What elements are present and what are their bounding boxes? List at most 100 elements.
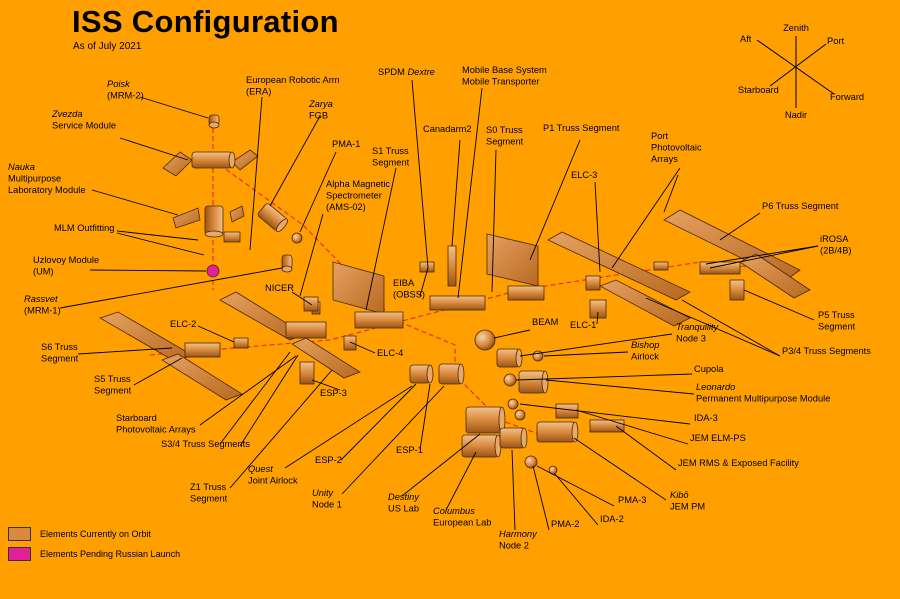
label-elc2: ELC-2 (170, 319, 196, 329)
leader-line-27 (299, 213, 324, 297)
label-zarya-line-0: Zarya (308, 99, 333, 109)
zvezda-solar-array-left (162, 151, 193, 177)
harmony-node (499, 427, 528, 449)
uzlovoy-module (206, 264, 220, 278)
leader-line-20 (311, 379, 341, 391)
leader-line-1 (119, 137, 189, 161)
label-port-pv-line-2: Arrays (651, 154, 678, 164)
label-mbs-line-1: Mobile Transporter (462, 77, 540, 87)
leader-line-5 (89, 269, 207, 272)
label-ida2-line-0: IDA-2 (600, 514, 624, 524)
leader-line-9 (199, 355, 297, 426)
label-ida3-line-0: IDA-3 (694, 413, 718, 423)
kibo-jem-pm (536, 421, 579, 443)
leader-line-43 (681, 299, 781, 357)
label-leonardo-line-1: Permanent Multipurpose Module (696, 394, 830, 404)
leader-line-36 (596, 311, 599, 325)
destiny-lab (465, 406, 506, 434)
label-s6-line-1: Segment (41, 354, 79, 364)
label-kibo-line-0: Kibō (670, 490, 689, 500)
s6-truss (184, 342, 221, 358)
label-uzlovoy-line-1: (UM) (33, 267, 54, 277)
elc2-carrier (233, 337, 249, 349)
leader-line-15 (401, 433, 481, 497)
leader-line-46 (519, 333, 673, 357)
label-canadarm2-line-0: Canadarm2 (423, 124, 472, 134)
leader-line-0 (139, 96, 209, 119)
leader-line-51 (575, 409, 689, 445)
zvezda-module (191, 151, 236, 169)
label-quest-line-1: Joint Airlock (248, 476, 298, 486)
unity-node (438, 363, 465, 385)
jem-exposed-facility (589, 419, 625, 433)
label-irosa-line-1: (2B/4B) (820, 246, 852, 256)
leader-line-32 (491, 149, 497, 293)
nauka-solar-array-left (172, 207, 201, 229)
label-nauka-line-0: Nauka (8, 162, 35, 172)
compass-label-starboard: Starboard (738, 85, 779, 95)
label-ida3: IDA-3 (694, 413, 718, 423)
page-subtitle: As of July 2021 (73, 41, 142, 52)
label-irosa: iROSA (2B/4B) (820, 234, 852, 256)
columbus-lab (461, 434, 502, 458)
irosa-array (653, 261, 669, 271)
label-jem-elm: JEM ELM-PS (690, 433, 746, 443)
label-poisk-line-0: Poisk (107, 79, 131, 89)
page-title: ISS Configuration (72, 4, 339, 39)
s0-truss (429, 295, 486, 311)
mlm-outfitting (223, 231, 241, 243)
label-s5-line-1: Segment (94, 386, 132, 396)
leader-line-29 (411, 79, 429, 269)
leader-line-28 (365, 167, 397, 311)
label-unity-line-1: Node 1 (312, 500, 342, 510)
label-z1-line-0: Z1 Truss (190, 482, 227, 492)
label-dextre-part-1: Dextre (407, 67, 434, 77)
leader-line-41 (709, 245, 819, 269)
p1-truss (507, 285, 545, 301)
legend-swatch-on-orbit (8, 527, 31, 541)
label-nicer-line-0: NICER (265, 283, 294, 293)
label-irosa-line-0: iROSA (820, 234, 849, 244)
leader-line-34 (419, 267, 429, 297)
label-quest-line-0: Quest (248, 464, 273, 474)
leader-line-31 (451, 139, 461, 247)
pma1-adapter (291, 232, 303, 244)
label-pma1: PMA-1 (332, 139, 360, 149)
label-era-line-1: (ERA) (246, 87, 271, 97)
label-starboard-pv-line-0: Starboard (116, 413, 157, 423)
label-columbus-line-1: European Lab (433, 518, 491, 528)
label-elc4: ELC-4 (377, 348, 403, 358)
label-tranquility-line-1: Node 3 (676, 334, 706, 344)
leader-line-18 (340, 383, 417, 461)
leader-line-16 (445, 451, 477, 511)
label-port-pv-line-0: Port (651, 131, 668, 141)
label-port-pv-line-1: Photovoltaic (651, 143, 702, 153)
label-harmony-line-0: Harmony (499, 529, 538, 539)
zvezda-solar-array-right (231, 149, 259, 171)
label-cupola: Cupola (694, 364, 724, 374)
label-rassvet-line-1: (MRM-1) (24, 306, 61, 316)
legend-label-pending: Elements Pending Russian Launch (40, 549, 181, 559)
label-mlm-outfitting-line-0: MLM Outfitting (54, 223, 114, 233)
label-destiny-line-0: Destiny (388, 492, 420, 502)
tranquility-node (496, 348, 523, 368)
leader-line-42 (743, 289, 815, 321)
label-nauka-line-2: Laboratory Module (8, 185, 86, 195)
s34-solar-array-b (291, 337, 361, 379)
label-mlm-outfitting: MLM Outfitting (54, 223, 114, 233)
label-esp3: ESP-3 (320, 388, 347, 398)
label-pma3: PMA-3 (618, 495, 646, 505)
label-zvezda-line-1: Service Module (52, 121, 116, 131)
label-era-line-0: European Robotic Arm (246, 75, 340, 85)
label-uzlovoy: Uzlovoy Module(UM) (33, 255, 99, 277)
